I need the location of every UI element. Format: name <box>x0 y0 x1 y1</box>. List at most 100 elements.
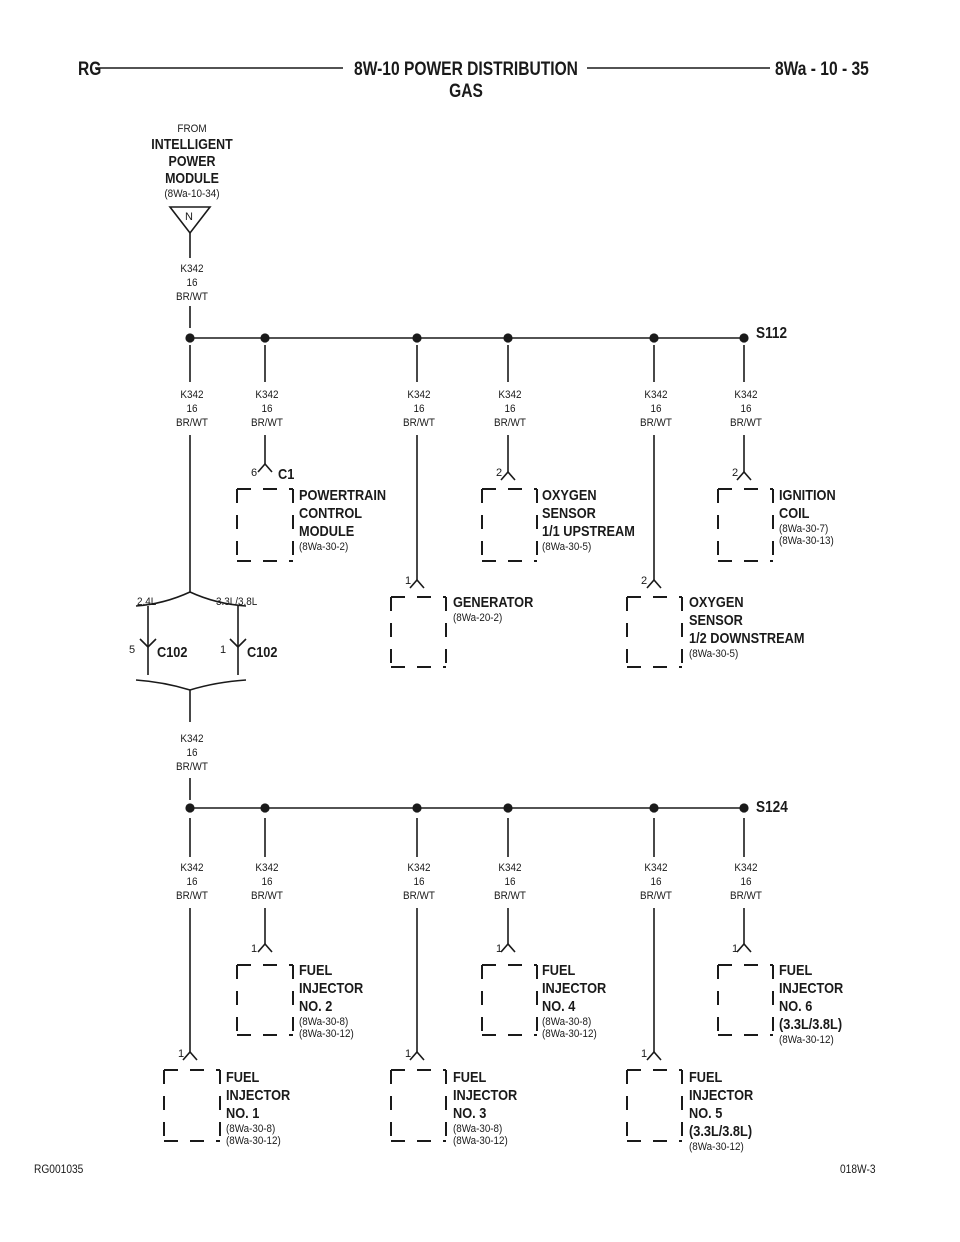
wire-code-text: BR/WT <box>251 890 283 902</box>
source-from: FROM <box>177 123 207 135</box>
wire-code-text: K342 <box>180 389 204 401</box>
pin-number: 1 <box>641 1048 648 1060</box>
connector-pin-symbol <box>736 942 752 953</box>
wire-code-text: K342 <box>498 389 522 401</box>
wire-code-text: BR/WT <box>494 417 526 429</box>
wire-code-text: 16 <box>740 876 752 888</box>
splice-node <box>739 333 749 343</box>
wiring-ref: (8Wa-30-8) <box>226 1123 276 1135</box>
component-box-injector-1 <box>163 1069 221 1142</box>
component-name-line: COIL <box>779 505 810 522</box>
connector-pin-symbol <box>182 1050 198 1061</box>
header-page-number: 8Wa - 10 - 35 <box>775 59 869 80</box>
connector-pin-symbol <box>646 1050 662 1061</box>
component-box-ignition-coil <box>717 488 774 562</box>
splice-node <box>503 803 513 813</box>
wire-code-text: K342 <box>644 389 668 401</box>
source-connector-letter: N <box>185 211 193 223</box>
wire-code-text: BR/WT <box>403 417 435 429</box>
component-box-injector-2 <box>236 964 294 1036</box>
wire-code-text: BR/WT <box>176 890 208 902</box>
wire-code-text: 16 <box>186 876 198 888</box>
component-name-line: OXYGEN <box>689 594 744 611</box>
component-name-line: MODULE <box>299 523 355 540</box>
component-name-line: INJECTOR <box>689 1087 754 1104</box>
wiring-ref: (8Wa-30-7) <box>779 523 829 535</box>
pin-number: 2 <box>641 575 648 587</box>
splice-s112: S112 <box>756 325 788 342</box>
splice-s124: S124 <box>756 799 788 816</box>
wiring-ref: (8Wa-30-8) <box>453 1123 503 1135</box>
splice-node <box>412 333 422 343</box>
component-name-line: NO. 2 <box>299 998 333 1015</box>
wire-code-text: BR/WT <box>403 890 435 902</box>
wire-code-text: K342 <box>644 862 668 874</box>
connector-pin-symbol <box>736 470 752 481</box>
component-name-line: NO. 6 <box>779 998 813 1015</box>
c102-variant-right: 3.3L/3.8L <box>216 596 258 608</box>
wiring-ref: (8Wa-30-12) <box>226 1135 281 1147</box>
component-box-injector-4 <box>481 964 538 1036</box>
connector-pin-symbol <box>500 942 516 953</box>
wire-code-text: 16 <box>186 747 198 759</box>
pin-number: 1 <box>178 1048 185 1060</box>
wiring-ref: (8Wa-20-2) <box>453 612 503 624</box>
wire-code-text: 16 <box>504 403 516 415</box>
component-name-line: NO. 3 <box>453 1105 487 1122</box>
component-name-line: CONTROL <box>299 505 363 522</box>
wiring-ref: (8Wa-30-5) <box>689 648 739 660</box>
pin-number: 2 <box>496 467 503 479</box>
c102-harness-split <box>135 591 247 607</box>
wire-code-text: 16 <box>650 403 662 415</box>
component-name-line: POWERTRAIN <box>299 487 387 504</box>
wire-code-text: BR/WT <box>176 761 208 773</box>
pin-number: 6 <box>251 467 258 479</box>
component-name-line: NO. 5 <box>689 1105 723 1122</box>
wire-code-text: BR/WT <box>494 890 526 902</box>
splice-node <box>739 803 749 813</box>
component-box-injector-3 <box>390 1069 447 1142</box>
component-box-o2-upstream <box>481 488 538 562</box>
component-box-injector-6 <box>717 964 774 1036</box>
header-title: 8W-10 POWER DISTRIBUTION <box>354 59 578 80</box>
pin-number: 2 <box>732 467 739 479</box>
component-name-line: IGNITION <box>779 487 836 504</box>
wire-code-text: BR/WT <box>640 890 672 902</box>
component-name-line: SENSOR <box>689 612 743 629</box>
wire-code-text: 16 <box>261 403 273 415</box>
source-connector-triangle <box>168 206 212 235</box>
splice-node <box>185 803 195 813</box>
c102-variant-left: 2.4L <box>137 596 157 608</box>
wire-code-text: K342 <box>180 733 204 745</box>
component-name-line: (3.3L/3.8L) <box>689 1123 753 1140</box>
component-name-line: (3.3L/3.8L) <box>779 1016 843 1033</box>
component-name-line: 1/1 UPSTREAM <box>542 523 635 540</box>
wire-code-text: K342 <box>734 862 758 874</box>
wire-code-text: BR/WT <box>730 417 762 429</box>
connector-pin-symbol <box>409 578 425 589</box>
component-name-line: NO. 4 <box>542 998 576 1015</box>
pin-number: 1 <box>405 575 412 587</box>
footer-left: RG001035 <box>34 1162 84 1176</box>
source-name-line: INTELLIGENT <box>151 136 233 153</box>
wiring-ref: (8Wa-30-12) <box>542 1028 597 1040</box>
c102-right-pin: 1 <box>220 644 227 656</box>
component-name-line: FUEL <box>779 962 813 979</box>
wire-code-text: BR/WT <box>730 890 762 902</box>
component-box-pcm <box>236 488 294 562</box>
wire-code-text: BR/WT <box>176 291 208 303</box>
